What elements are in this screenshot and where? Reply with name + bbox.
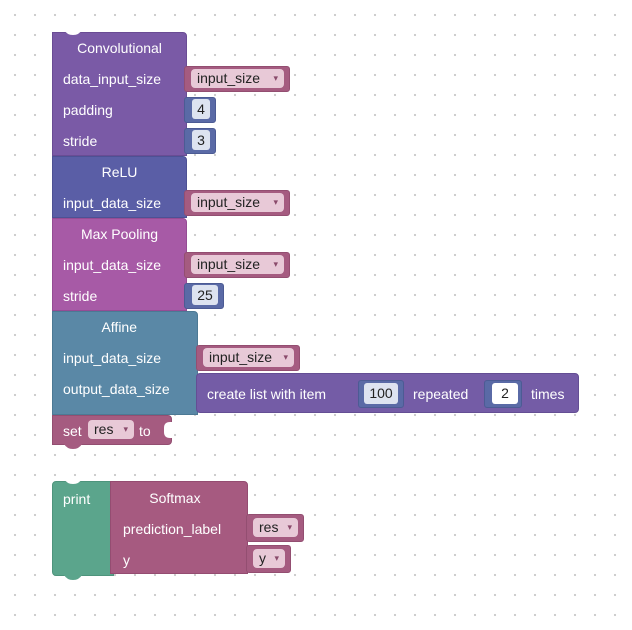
chevron-down-icon: ▾ <box>274 553 279 563</box>
affine-title: Affine <box>101 319 137 335</box>
create-list-label: create list with item <box>207 386 327 402</box>
data-input-size-value: input_size <box>197 70 261 86</box>
max-pooling-input-size-value: input_size <box>197 256 261 272</box>
repeat-times-number-input[interactable]: 2 <box>492 383 518 404</box>
set-block-input-socket <box>164 422 174 438</box>
convolutional-block[interactable]: Convolutional data_input_size padding st… <box>52 32 187 156</box>
relu-title: ReLU <box>101 164 138 180</box>
data-input-size-label: data_input_size <box>63 71 162 87</box>
block-top-notch <box>64 30 82 35</box>
set-variable-name: res <box>94 421 114 437</box>
convolutional-title: Convolutional <box>77 40 162 56</box>
max-pooling-input-data-size-label: input_data_size <box>63 257 162 273</box>
set-label: set <box>63 423 82 439</box>
max-pooling-stride-number-input[interactable]: 25 <box>192 285 218 305</box>
affine-block[interactable]: Affine input_data_size output_data_size <box>52 311 198 415</box>
max-pooling-input-size-dropdown[interactable]: input_size ▾ <box>191 255 284 274</box>
max-pooling-title: Max Pooling <box>80 226 159 242</box>
relu-input-size-dropdown[interactable]: input_size ▾ <box>191 193 284 212</box>
set-variable-dropdown[interactable]: res ▾ <box>88 420 134 439</box>
y-label: y <box>123 552 130 568</box>
set-block-bottom-notch <box>64 444 82 449</box>
y-dropdown[interactable]: y ▾ <box>253 549 285 568</box>
affine-output-data-size-label: output_data_size <box>63 381 170 397</box>
y-value: y <box>259 550 266 566</box>
padding-number-input[interactable]: 4 <box>192 99 210 119</box>
chevron-down-icon: ▾ <box>273 73 278 83</box>
chevron-down-icon: ▾ <box>283 352 288 362</box>
stride-number-input[interactable]: 3 <box>192 130 210 150</box>
prediction-label-dropdown[interactable]: res ▾ <box>253 518 298 537</box>
max-pooling-stride-label: stride <box>63 288 98 304</box>
print-label: print <box>63 491 91 507</box>
stride-label: stride <box>63 133 98 149</box>
relu-input-size-value: input_size <box>197 194 261 210</box>
print-top-notch <box>64 479 82 484</box>
chevron-down-icon: ▾ <box>123 424 128 434</box>
padding-label: padding <box>63 102 113 118</box>
affine-input-data-size-label: input_data_size <box>63 350 162 366</box>
chevron-down-icon: ▾ <box>273 197 278 207</box>
repeated-label: repeated <box>413 386 469 402</box>
chevron-down-icon: ▾ <box>287 522 292 532</box>
prediction-label-value: res <box>259 519 279 535</box>
relu-block[interactable]: ReLU input_data_size <box>52 156 187 218</box>
affine-input-size-dropdown[interactable]: input_size ▾ <box>203 348 294 367</box>
relu-input-data-size-label: input_data_size <box>63 195 162 211</box>
data-input-size-dropdown[interactable]: input_size ▾ <box>191 69 284 88</box>
softmax-title: Softmax <box>149 490 201 506</box>
print-block[interactable]: print <box>52 481 114 576</box>
softmax-block[interactable]: Softmax prediction_label y <box>110 481 248 574</box>
to-label: to <box>139 423 151 439</box>
prediction-label-label: prediction_label <box>123 521 222 537</box>
chevron-down-icon: ▾ <box>273 259 278 269</box>
affine-input-size-value: input_size <box>209 349 273 365</box>
list-item-number-input[interactable]: 100 <box>364 383 398 404</box>
max-pooling-block[interactable]: Max Pooling input_data_size stride <box>52 218 187 311</box>
print-bottom-notch <box>64 575 82 580</box>
times-label: times <box>531 386 565 402</box>
